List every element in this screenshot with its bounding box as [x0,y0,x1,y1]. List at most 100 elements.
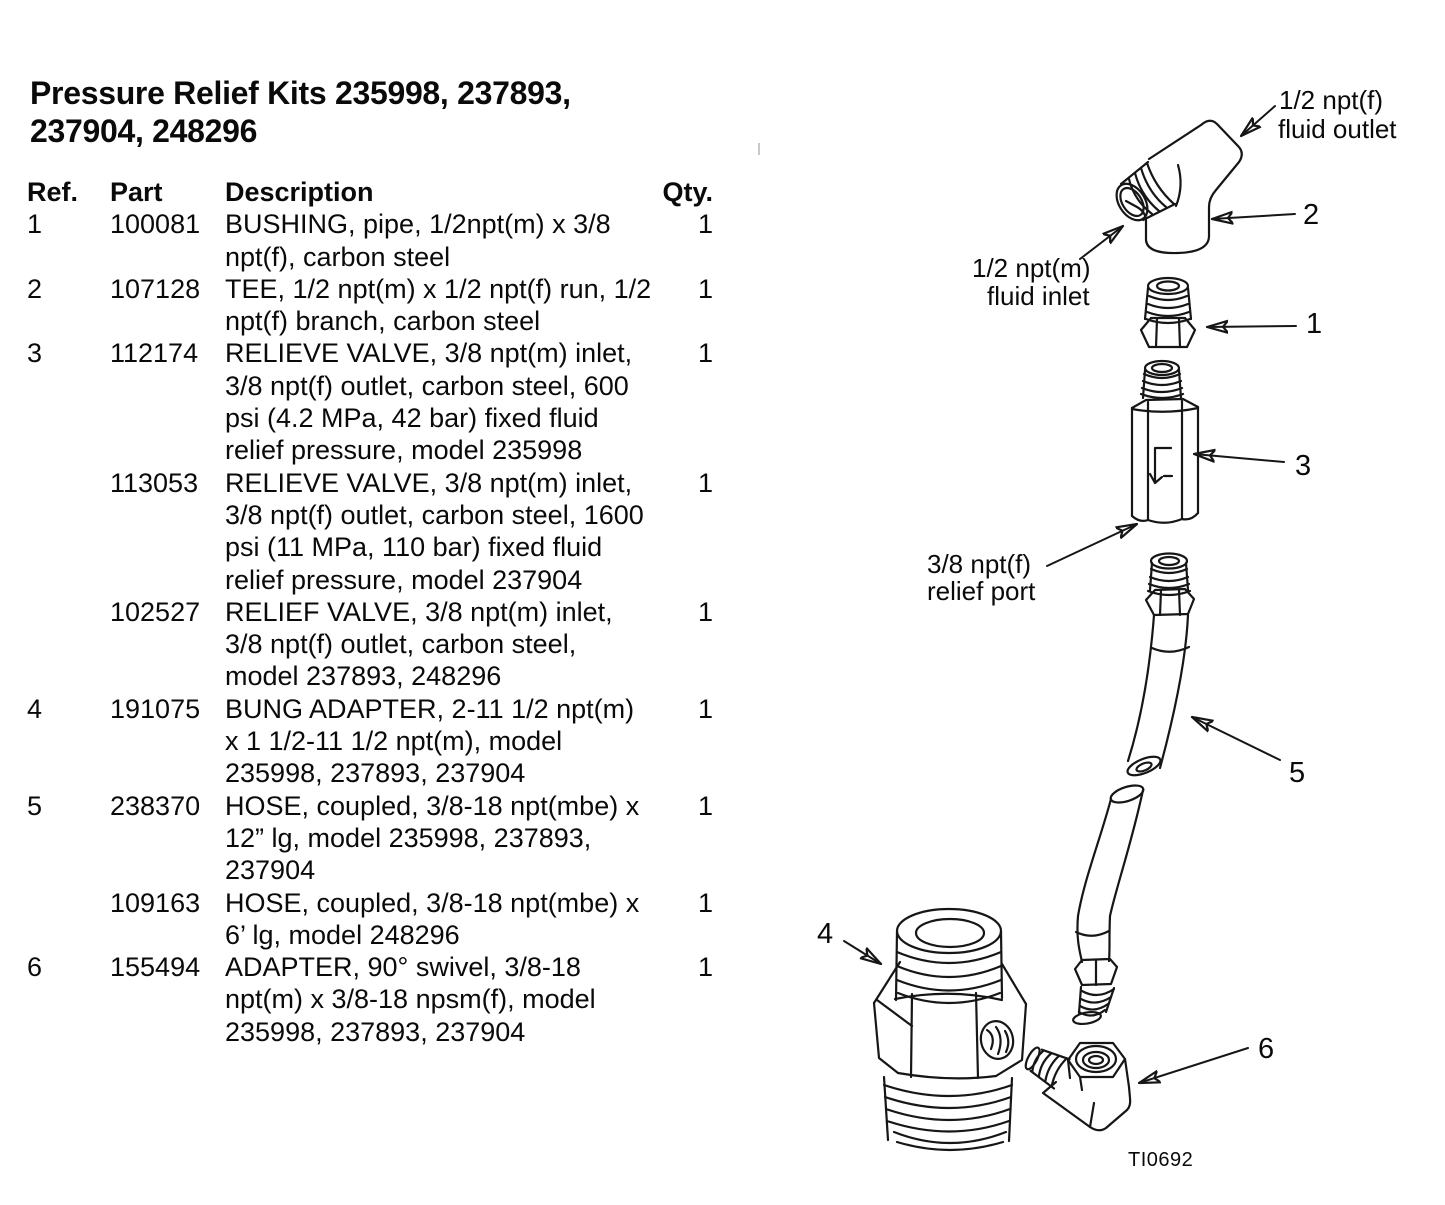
table-row: 3 112174 RELIEVE VALVE, 3/8 npt(m) inlet,3… [27,337,718,466]
callout-6-arrow [1139,1047,1249,1083]
row-part: 100081 [110,209,201,240]
row-part: 238370 [110,790,201,821]
desc-line: BUNG ADAPTER, 2-11 1/2 npt(m) [225,693,635,724]
desc-line: 237904 [225,855,316,886]
row-part: 113053 [110,467,199,498]
table-row: 113053 RELIEVE VALVE, 3/8 npt(m) inlet,3/… [27,467,718,596]
row-qty: 1 [697,887,713,918]
desc-line: npt(f), carbon steel [225,241,451,272]
relief-valve-drawing [1130,359,1200,524]
callout-1-arrow [1207,326,1297,327]
callout-1: 1 [1306,308,1322,340]
fluid-inlet-arrow [1079,226,1123,260]
relief-port-label-line2: relief port [927,576,1036,606]
fluid-outlet-arrow [1241,105,1276,136]
row-description: RELIEF VALVE, 3/8 npt(m) inlet,3/8 npt(f… [225,596,649,693]
row-description: RELIEVE VALVE, 3/8 npt(m) inlet,3/8 npt(… [225,337,649,466]
col-header-description: Description [225,177,374,207]
hose-drawing [1072,552,1196,1026]
col-header-part: Part [110,177,163,207]
desc-line: HOSE, coupled, 3/8-18 npt(mbe) x [225,887,640,918]
row-part: 109163 [110,887,201,918]
desc-line: BUSHING, pipe, 1/2npt(m) x 3/8 [225,209,611,240]
desc-line: 235998, 237893, 237904 [225,758,526,789]
parts-table-header: Ref. Part Description Qty. [27,176,718,208]
swivel-adapter-drawing [1024,1041,1132,1132]
desc-line: RELIEF VALVE, 3/8 npt(m) inlet, [225,596,613,627]
table-row: 102527 RELIEF VALVE, 3/8 npt(m) inlet,3/8… [27,596,718,693]
row-qty: 1 [697,467,713,498]
desc-line: npt(f) branch, carbon steel [225,306,541,337]
desc-line: npt(m) x 3/8-18 npsm(f), model [225,984,596,1015]
desc-line: 235998, 237893, 237904 [225,1016,526,1047]
desc-line: RELIEVE VALVE, 3/8 npt(m) inlet, [225,338,633,369]
row-part: 191075 [110,693,201,724]
desc-line: HOSE, coupled, 3/8-18 npt(mbe) x [225,790,640,821]
fluid-inlet-label-line1: 1/2 npt(m) [972,253,1091,283]
col-header-qty: Qty. [662,177,713,207]
callout-5: 5 [1289,757,1305,789]
desc-line: RELIEVE VALVE, 3/8 npt(m) inlet, [225,467,633,498]
desc-line: TEE, 1/2 npt(m) x 1/2 npt(f) run, 1/2 [225,273,652,304]
desc-line: model 237893, 248296 [225,661,502,692]
row-description: BUNG ADAPTER, 2-11 1/2 npt(m)x 1 1/2-11 … [225,693,649,790]
callout-2-arrow [1212,214,1296,219]
desc-line: x 1 1/2-11 1/2 npt(m), model [225,726,563,757]
scan-tick-artifact [758,143,760,155]
row-ref: 4 [27,693,43,724]
row-part: 112174 [110,338,199,369]
fluid-outlet-label-line1: 1/2 npt(f) [1279,85,1383,115]
callout-4: 4 [817,918,833,950]
check-valve-symbol [1148,446,1174,485]
page-title-line2: 237904, 248296 [30,113,258,149]
col-header-ref: Ref. [27,177,79,207]
desc-line: 3/8 npt(f) outlet, carbon steel, 1600 [225,499,644,530]
row-ref: 5 [27,790,43,821]
desc-line: psi (11 MPa, 110 bar) fixed fluid [225,532,603,563]
desc-line: ADAPTER, 90° swivel, 3/8-18 [225,952,581,983]
row-qty: 1 [697,596,713,627]
row-qty: 1 [697,790,713,821]
row-qty: 1 [697,338,713,369]
bung-adapter-drawing [872,907,1028,1152]
row-ref: 1 [27,209,43,240]
callout-2: 2 [1303,199,1319,231]
desc-line: relief pressure, model 237904 [225,564,583,595]
callout-3: 3 [1295,450,1311,482]
callout-6: 6 [1258,1033,1274,1065]
row-part: 107128 [110,273,201,304]
parts-table: Ref. Part Description Qty. 1 100081 BUSHIN… [27,176,718,1048]
desc-line: 6’ lg, model 248296 [225,919,460,950]
row-ref: 2 [27,273,43,304]
desc-line: psi (4.2 MPa, 42 bar) fixed fluid [225,403,599,434]
table-row: 2 107128 TEE, 1/2 npt(m) x 1/2 npt(f) run,… [27,273,718,338]
row-description: RELIEVE VALVE, 3/8 npt(m) inlet,3/8 npt(… [225,467,649,596]
row-qty: 1 [697,209,713,240]
row-qty: 1 [697,693,713,724]
page-title: Pressure Relief Kits 235998, 237893, 237… [30,74,571,150]
relief-port-arrow [1046,524,1137,567]
row-part: 102527 [110,596,201,627]
fluid-outlet-label-line2: fluid outlet [1278,114,1397,144]
row-ref: 3 [27,338,43,369]
desc-line: 3/8 npt(f) outlet, carbon steel, 600 [225,370,629,401]
bushing-drawing [1139,276,1197,349]
table-row: 4 191075 BUNG ADAPTER, 2-11 1/2 npt(m)x 1 … [27,693,718,790]
callout-3-arrow [1194,454,1285,463]
parts-diagram: 1/2 npt(f) fluid outlet 2 1/2 npt(m) flu… [817,85,1397,1171]
row-ref: 6 [27,952,43,983]
tee-fitting-drawing [1115,119,1243,255]
desc-line: 12” lg, model 235998, 237893, [225,822,592,853]
page-title-line1: Pressure Relief Kits 235998, 237893, [30,75,571,111]
